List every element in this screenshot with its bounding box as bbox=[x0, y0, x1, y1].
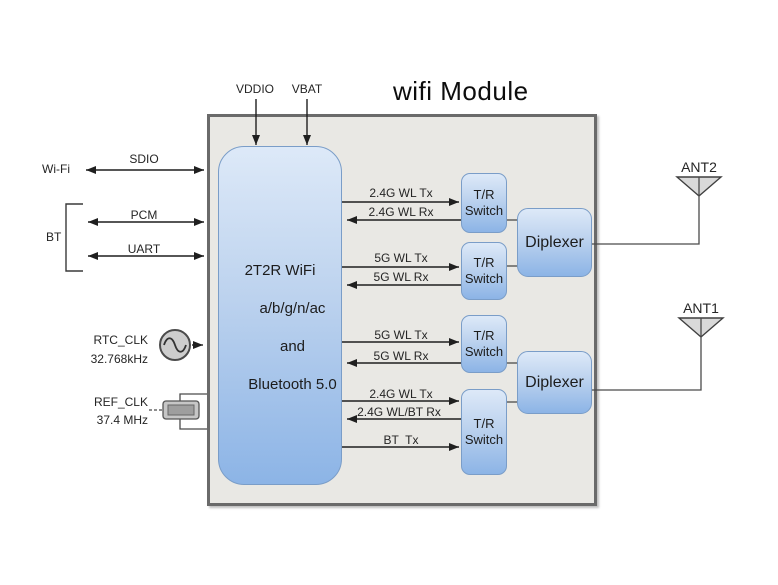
crystal-icon bbox=[162, 400, 200, 420]
tr-switch-1: T/R Switch bbox=[461, 173, 507, 233]
ant2-label: ANT2 bbox=[681, 159, 717, 175]
tr-switch-4-label: T/R bbox=[473, 416, 495, 431]
signal-label-bt-tx-d: BT Tx bbox=[383, 433, 419, 447]
ant1-label: ANT1 bbox=[683, 300, 719, 316]
tr-switch-4: T/R Switch bbox=[461, 389, 507, 475]
sdio-bus-label: SDIO bbox=[129, 152, 159, 166]
vbat-pin-label: VBAT bbox=[291, 82, 323, 96]
diplexer-1: Diplexer bbox=[517, 208, 592, 277]
tr-switch-1-label: T/R bbox=[473, 187, 495, 202]
ant2-antenna-icon bbox=[675, 176, 723, 197]
diplexer2-ant1-line bbox=[592, 318, 702, 391]
signal-label-2g4-wl-tx-d: 2.4G WL Tx bbox=[369, 387, 433, 401]
signal-label-5g-wl-tx-c: 5G WL Tx bbox=[374, 328, 428, 342]
ant1-antenna-icon bbox=[677, 317, 725, 338]
vddio-pin-label: VDDIO bbox=[235, 82, 274, 96]
rtc-clk-label: RTC_CLK bbox=[93, 333, 148, 347]
signal-label-5g-wl-rx-b: 5G WL Rx bbox=[373, 270, 429, 284]
tr-switch-2-label: T/R bbox=[473, 255, 495, 270]
diplexer-2: Diplexer bbox=[517, 351, 592, 414]
signal-label-2g4-wl-bt-rx-d: 2.4G WL/BT Rx bbox=[357, 405, 441, 419]
ref-clk-label: REF_CLK bbox=[93, 395, 148, 409]
rtc-freq-label: 32.768kHz bbox=[90, 352, 148, 366]
signal-label-2g4-wl-rx-a: 2.4G WL Rx bbox=[368, 205, 434, 219]
diplexer-2-label: Diplexer bbox=[525, 373, 584, 391]
pcm-bus-label: PCM bbox=[130, 208, 158, 222]
wifi-port-label: Wi-Fi bbox=[42, 162, 70, 176]
signal-label-5g-wl-rx-c: 5G WL Rx bbox=[373, 349, 429, 363]
chip-block: 2T2R WiFi a/b/g/n/ac and Bluetooth 5.0 bbox=[218, 146, 342, 485]
diplexer1-ant2-line bbox=[592, 177, 700, 245]
signal-label-5g-wl-tx-b: 5G WL Tx bbox=[374, 251, 428, 265]
tr-switch-3-label: T/R bbox=[473, 328, 495, 343]
bt-port-label: BT bbox=[46, 230, 62, 244]
diplexer-1-label: Diplexer bbox=[525, 233, 584, 251]
page-title: wifi Module bbox=[393, 76, 529, 106]
sine-wave-icon bbox=[163, 337, 187, 353]
bt-bracket bbox=[65, 203, 83, 272]
ref-freq-label: 37.4 MHz bbox=[96, 413, 148, 427]
signal-label-2g4-wl-tx-a: 2.4G WL Tx bbox=[369, 186, 433, 200]
uart-bus-label: UART bbox=[127, 242, 161, 256]
crystal-icon-inner bbox=[167, 404, 195, 416]
crystal-bracket bbox=[179, 393, 207, 430]
tr-switch-3: T/R Switch bbox=[461, 315, 507, 373]
tr-switch-2: T/R Switch bbox=[461, 242, 507, 300]
chip-label: 2T2R WiFi a/b/g/n/ac and Bluetooth 5.0 bbox=[244, 262, 337, 393]
rtc-oscillator-icon bbox=[159, 329, 191, 361]
